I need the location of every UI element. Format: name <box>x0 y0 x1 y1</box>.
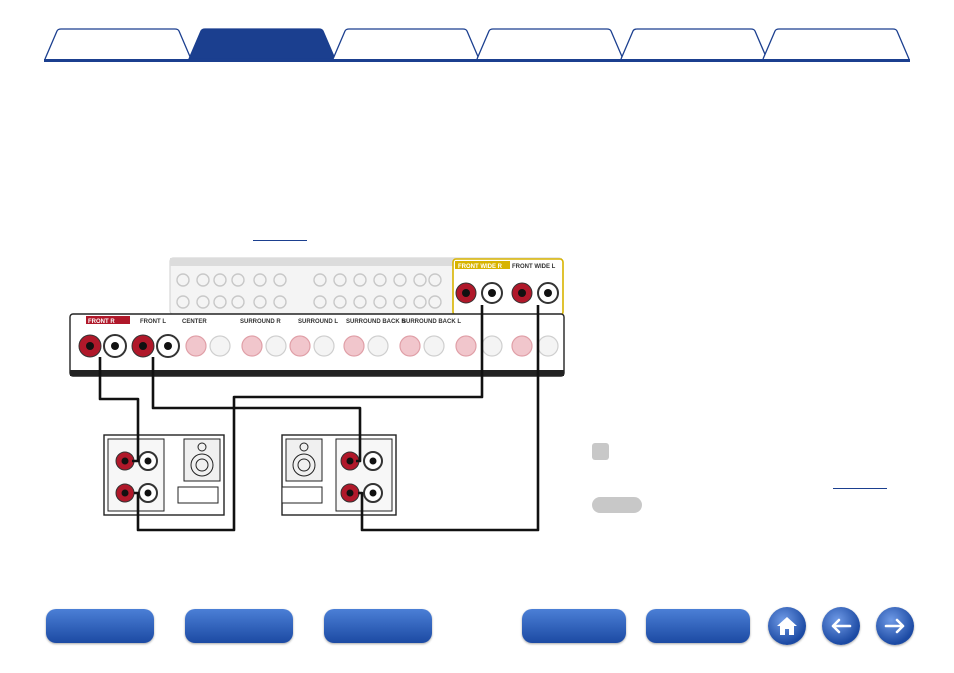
tab-underline <box>44 59 910 62</box>
nav-button-3[interactable] <box>324 609 432 643</box>
center-label: CENTER <box>182 319 207 325</box>
note-badge <box>592 497 642 513</box>
surround-l-label: SURROUND L <box>298 319 338 325</box>
note-icon <box>592 443 609 460</box>
speaker-left <box>281 434 397 516</box>
tab-4[interactable] <box>476 28 624 59</box>
front-r-label: FRONT R <box>88 319 115 325</box>
home-icon <box>777 617 797 635</box>
speaker-cables <box>98 305 540 532</box>
surround-back-r-label: SURROUND BACK R <box>346 319 406 325</box>
rca-jack-grid <box>176 273 442 309</box>
front-wide-r-label-bg <box>455 261 510 269</box>
back-button[interactable] <box>822 607 860 645</box>
tab-3[interactable] <box>332 28 480 59</box>
home-button[interactable] <box>768 607 806 645</box>
tab-5[interactable] <box>620 28 768 59</box>
top-tab-bar <box>44 28 910 62</box>
link-underline[interactable] <box>253 240 307 241</box>
note-link-underline[interactable] <box>833 488 887 489</box>
speaker-connection-diagram: FRONT WIDE R FRONT WIDE L FRONT R FRONT … <box>69 257 565 532</box>
front-wide-l-label: FRONT WIDE L <box>512 264 556 270</box>
front-wide-terminals <box>455 282 559 304</box>
forward-button[interactable] <box>876 607 914 645</box>
front-wide-r-label: FRONT WIDE R <box>458 264 503 270</box>
rear-panel-header <box>170 258 562 266</box>
front-l-label: FRONT L <box>140 319 166 325</box>
tab-1[interactable] <box>44 28 192 59</box>
nav-button-1[interactable] <box>46 609 154 643</box>
nav-button-5[interactable] <box>646 609 750 643</box>
nav-button-4[interactable] <box>522 609 626 643</box>
front-r-label-bg <box>86 316 130 324</box>
surround-back-l-label: SURROUND BACK L <box>402 319 461 325</box>
tab-2-active[interactable] <box>188 28 336 59</box>
back-arrow-icon <box>831 618 852 634</box>
front-terminals <box>78 334 180 358</box>
terminal-panel-base <box>70 370 564 376</box>
speaker-right <box>103 434 225 516</box>
forward-arrow-icon <box>884 618 905 634</box>
nav-button-2[interactable] <box>185 609 293 643</box>
surround-r-label: SURROUND R <box>240 319 281 325</box>
tab-6[interactable] <box>762 28 910 59</box>
